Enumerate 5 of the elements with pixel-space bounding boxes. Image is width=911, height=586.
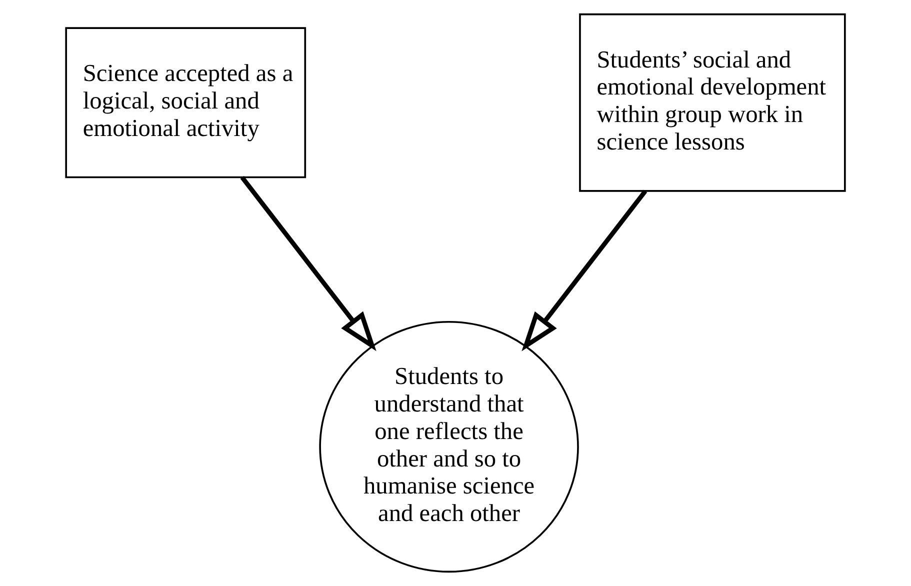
node-box: Science accepted as a logical, social and emotional activity [65,27,306,178]
arrow [240,176,376,352]
node-circle: Students to understand that one reflects the other and so to humanise science and each other [319,320,579,573]
node-box: Students’ social and emotional development within group work in science lessons [579,13,846,192]
arrow [522,190,648,352]
